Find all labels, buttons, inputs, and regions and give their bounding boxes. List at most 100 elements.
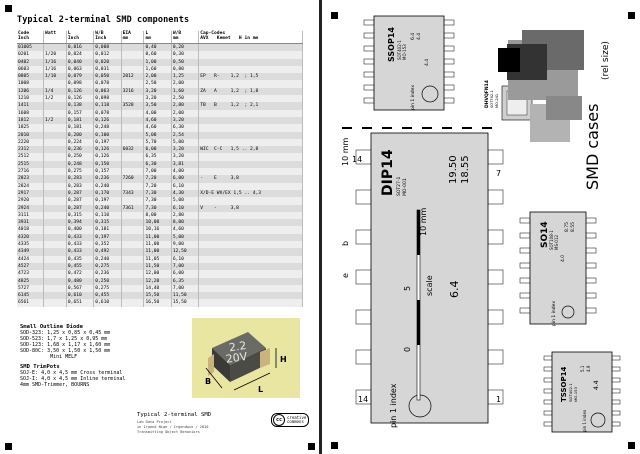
table-cell [43, 226, 67, 234]
table-cell: 0,567 [66, 284, 95, 293]
dip14-name: DIP14 [380, 149, 396, 196]
footer-title: Typical 2-terminal SMD [137, 412, 212, 418]
header-line: Inch [95, 36, 107, 42]
so14-body [529, 211, 587, 325]
table-cell: 7,20 [143, 182, 172, 190]
table-cell [198, 219, 303, 227]
table-cell: 4349 [17, 248, 45, 256]
table-cell: EP R- 1,2 ; 1,5 [198, 73, 303, 81]
table-cell: 3,20 [171, 153, 200, 161]
table-cell: 4,00 [171, 168, 200, 176]
small-outline-line: SOD-523: 1,7 x 1,25 x 0,95 mm [20, 336, 108, 342]
table-cell: 6,10 [171, 204, 200, 212]
table-cell: 2824 [17, 182, 45, 190]
table-cell [198, 80, 303, 88]
footer-line: Lab Data Project [137, 420, 172, 424]
header-line: Watt [45, 31, 57, 36]
package-pin [363, 71, 375, 78]
package-pin [585, 262, 597, 269]
package-pin [585, 247, 597, 254]
table-cell: 0,60 [143, 51, 172, 59]
table-cell: 0,250 [66, 153, 95, 161]
table-cell: 6,30 [171, 124, 200, 132]
table-cell [121, 233, 145, 242]
capacitor-marking-1: 2.2 [228, 339, 247, 354]
table-cell: 0,157 [93, 168, 122, 176]
ssop14-body [373, 15, 445, 111]
table-cell: 0,236 [66, 146, 95, 154]
table-cell: 6,35 [171, 277, 200, 285]
table-cell: 8,00 [143, 211, 172, 220]
table-cell: 10,00 [143, 219, 172, 227]
table-cell [198, 95, 303, 103]
table-cell [198, 131, 303, 139]
table-cell: 7,00 [143, 168, 172, 176]
table-cell: 6,35 [143, 153, 172, 161]
table-header-cell: Watt [43, 31, 67, 44]
table-cell: 1206 [17, 87, 45, 96]
tssop14-sub: SOT402-1 [568, 383, 573, 402]
package-pin [355, 189, 372, 205]
corner-mark [5, 443, 12, 450]
table-cell [121, 284, 145, 293]
table-cell: ZA A 1,2 ; 1,8 [198, 87, 303, 96]
table-cell: 2,50 [143, 80, 172, 88]
table-cell: 1/16 [43, 58, 67, 66]
table-cell: 0,433 [66, 248, 95, 256]
package-pin [443, 84, 455, 91]
so14-pin1: pin 1 index [551, 301, 557, 326]
package-pin [519, 262, 531, 269]
table-cell: 3,50 [143, 102, 172, 110]
table-cell [198, 270, 303, 278]
header-line: Inch [18, 36, 30, 42]
table-cell: 1/10 [43, 73, 67, 81]
table-cell [198, 65, 303, 74]
package-pin [363, 58, 375, 65]
table-cell: 7,30 [143, 204, 172, 212]
package-pin [585, 307, 597, 314]
table-cell: 5,70 [143, 138, 172, 147]
table-cell [198, 109, 303, 117]
so14-name: SO14 [540, 221, 550, 248]
table-cell: 5,00 [171, 233, 200, 242]
table-cell [43, 233, 67, 242]
small-outline-line: SOD-123: 1,68 x 1,17 x 1,60 mm [20, 342, 111, 348]
table-cell: 0,138 [66, 102, 95, 110]
package-pin [519, 277, 531, 284]
table-cell [43, 211, 67, 220]
table-cell: 1411 [17, 102, 45, 110]
table-cell: 2,54 [171, 131, 200, 139]
table-cell: 2515 [17, 160, 45, 169]
tssop14-sub: MO-153 [573, 386, 578, 402]
package-pin [543, 377, 553, 383]
package-pin [363, 32, 375, 39]
table-cell: 0,248 [93, 124, 122, 132]
table-cell: 9,00 [171, 241, 200, 249]
table-cell: 0,275 [66, 168, 95, 176]
table-cell: 2924 [17, 204, 45, 212]
table-cell [43, 153, 67, 161]
tssop14-dim: 4.4 [593, 380, 600, 390]
trimpots-heading: SMD TrimPots [20, 364, 60, 370]
package-pin [519, 247, 531, 254]
table-cell: 0,240 [93, 255, 122, 263]
table-cell [198, 51, 303, 59]
package-pin [363, 45, 375, 52]
package-pin [543, 355, 553, 361]
corner-mark [628, 12, 635, 19]
table-cell: 2512 [17, 153, 45, 161]
